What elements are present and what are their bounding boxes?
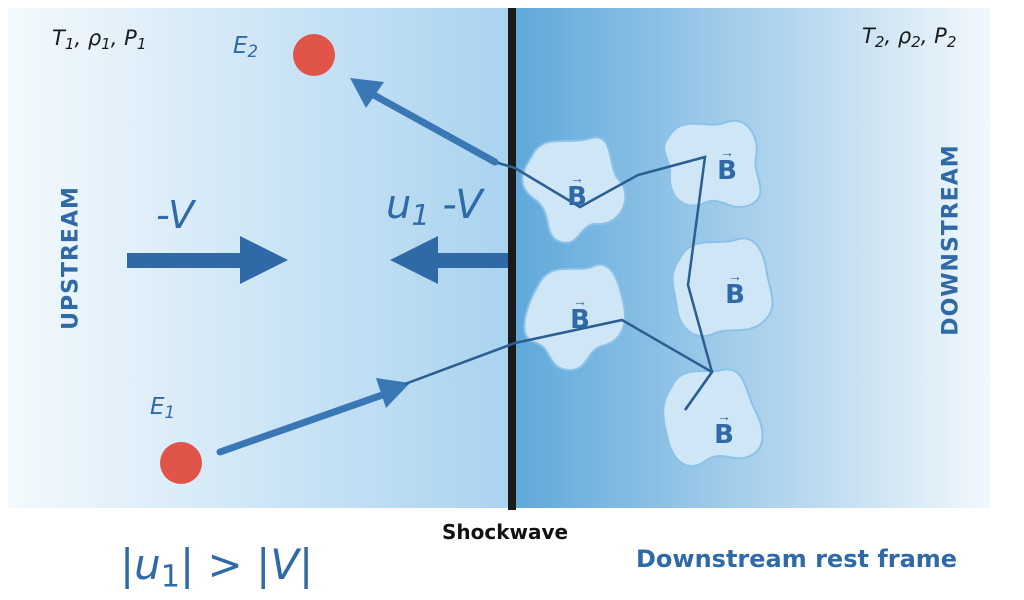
field-blob <box>521 136 627 244</box>
field-blob <box>663 119 762 208</box>
vector-arrow-icon: → <box>727 268 742 284</box>
field-blob <box>662 368 764 468</box>
particle-e1-label: E1 <box>150 394 176 423</box>
upstream-state: T1, ρ1, P1 <box>52 26 147 53</box>
particle-e1 <box>160 442 202 484</box>
shockwave-label: Shockwave <box>442 520 569 544</box>
vector-arrow-icon: → <box>572 293 587 309</box>
field-blob <box>523 263 626 372</box>
velocity-condition: |u1| > |V| <box>120 540 314 595</box>
particle-trajectory-e2 <box>350 78 714 411</box>
field-label: → B <box>725 268 745 310</box>
field-label: → B <box>570 293 590 335</box>
field-label: → B <box>717 144 737 186</box>
field-blob <box>671 237 774 337</box>
field-label: → B <box>714 408 734 450</box>
upstream-velocity-arrow <box>127 236 288 284</box>
vector-arrow-icon: → <box>719 144 734 160</box>
field-label: → B <box>567 170 587 212</box>
particle-e2 <box>293 34 335 76</box>
flow-velocity-label: u1 -V <box>386 182 483 233</box>
downstream-state: T2, ρ2, P2 <box>862 24 957 51</box>
particle-e2-label: E2 <box>233 33 259 62</box>
vector-arrow-icon: → <box>569 170 584 186</box>
shockwave-line <box>508 8 516 510</box>
downstream-label: DOWNSTREAM <box>938 144 964 336</box>
frame-label: Downstream rest frame <box>636 545 958 573</box>
upstream-label: UPSTREAM <box>58 186 84 330</box>
vector-arrow-icon: → <box>716 408 731 424</box>
upstream-velocity-label: -V <box>156 193 195 237</box>
shock-velocity-arrow <box>390 236 508 284</box>
